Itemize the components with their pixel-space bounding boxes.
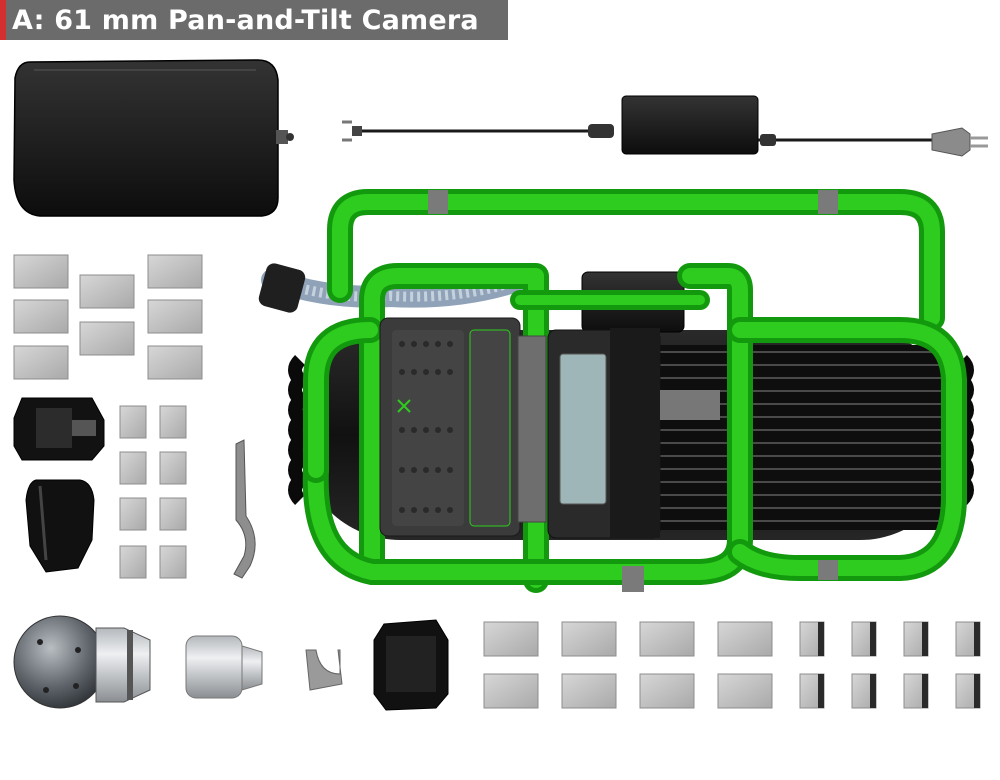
page-title: A: 61 mm Pan-and-Tilt Camera — [12, 4, 479, 36]
title-bar: A: 61 mm Pan-and-Tilt Camera — [0, 0, 508, 40]
spacer-shadows — [818, 622, 980, 708]
spanner-icon — [233, 439, 256, 579]
spacer-blocks-bottom — [483, 621, 981, 709]
control-module — [373, 619, 449, 711]
battery-pack-icon — [13, 59, 294, 217]
title-accent — [0, 0, 6, 40]
camera-housing-parts — [13, 397, 105, 573]
power-adapter-icon — [342, 95, 988, 157]
spacer-blocks-left — [13, 254, 203, 380]
camera-head-icon — [13, 615, 151, 709]
small-spacer-grid — [119, 405, 187, 579]
skid-cylinder — [185, 635, 263, 699]
cable-reel-frame-icon — [258, 189, 974, 593]
clip-part — [305, 649, 343, 691]
